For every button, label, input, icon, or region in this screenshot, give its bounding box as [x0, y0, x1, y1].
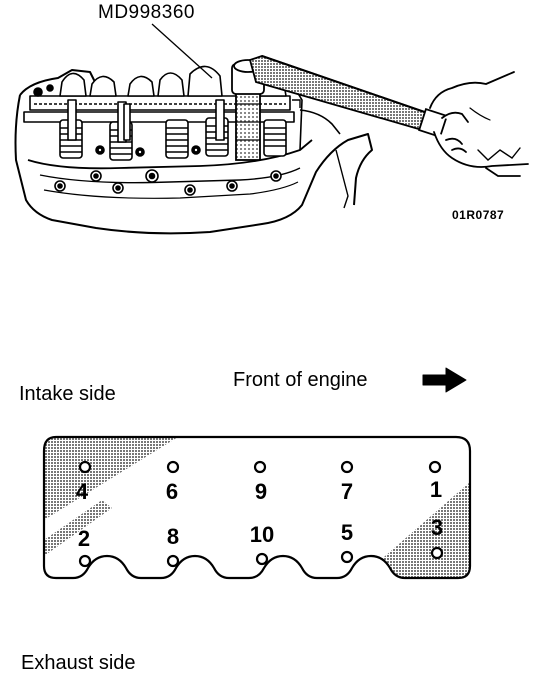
- tool-leader-line: [151, 23, 213, 79]
- bolt-holes: [78, 460, 444, 568]
- bolt-hole: [428, 460, 442, 474]
- bolt-hole: [255, 552, 269, 566]
- socket-extension: [235, 87, 261, 161]
- figure-code: 01R0787: [452, 208, 505, 222]
- shade-front-left: [44, 437, 178, 520]
- intake-side-label: Intake side: [19, 383, 116, 405]
- sequence-number-upper-1: 4: [76, 479, 89, 504]
- sequence-number-lower-5: 3: [431, 515, 443, 540]
- bolt-hole: [430, 546, 444, 560]
- sequence-number-upper-2: 6: [166, 479, 178, 504]
- engine-illustration: [14, 65, 373, 235]
- deck-bolt-holes: [54, 169, 282, 196]
- wrench-icon: [231, 55, 448, 161]
- cylinder-head-body: [14, 94, 373, 235]
- sequence-number-upper-4: 7: [341, 479, 353, 504]
- bolt-hole: [253, 460, 267, 474]
- bolt-hole: [340, 460, 354, 474]
- bolt-hole: [78, 554, 92, 568]
- sequence-number-upper-3: 9: [255, 479, 267, 504]
- sequence-number-lower-2: 8: [167, 524, 179, 549]
- sequence-numbers: 4 6 9 7 1 2 8 10 5 3: [76, 477, 443, 551]
- rocker-assembly: [23, 65, 295, 161]
- arrow-right-icon: [422, 367, 467, 393]
- sequence-number-upper-5: 1: [430, 477, 442, 502]
- sequence-number-lower-3: 10: [250, 522, 274, 547]
- sequence-number-lower-1: 2: [78, 526, 90, 551]
- front-of-engine-label: Front of engine: [233, 369, 368, 391]
- bolt-hole: [78, 460, 92, 474]
- bolt-hole: [166, 460, 180, 474]
- sequence-number-lower-4: 5: [341, 520, 353, 545]
- bolt-hole: [166, 554, 180, 568]
- cylinder-head-outline: [42, 435, 472, 580]
- hand-icon: [429, 71, 529, 177]
- exhaust-side-label: Exhaust side: [21, 652, 136, 674]
- tool-part-number: MD998360: [98, 2, 195, 23]
- bolt-hole: [340, 550, 354, 564]
- shade-front-left-band: [44, 500, 112, 556]
